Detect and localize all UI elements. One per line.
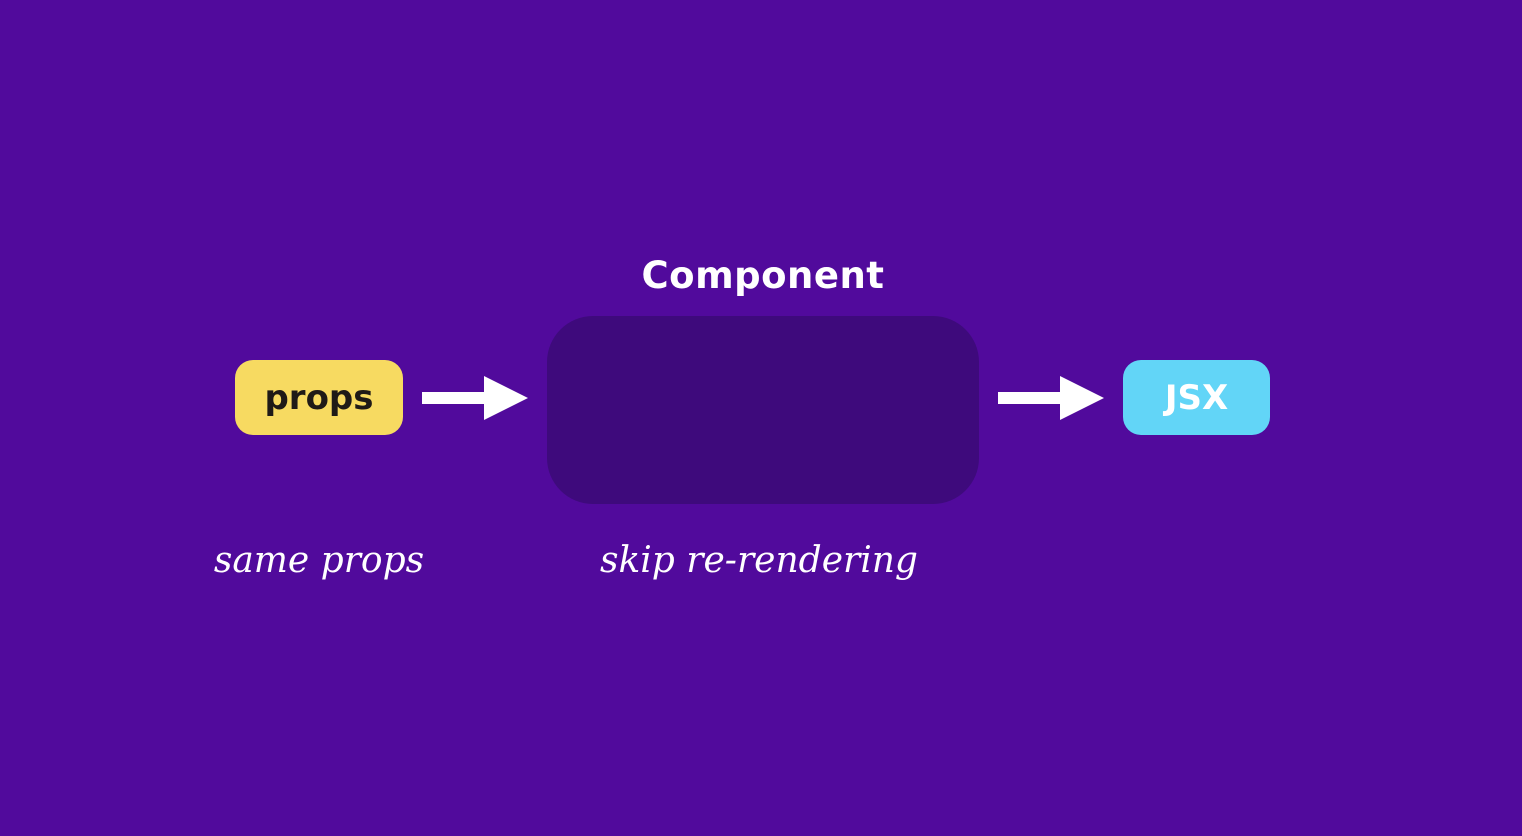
props-caption: same props bbox=[213, 540, 425, 581]
component-box bbox=[547, 316, 979, 504]
right-arrow-icon bbox=[998, 376, 1104, 420]
component-caption: skip re-rendering bbox=[600, 540, 918, 581]
jsx-pill: JSX bbox=[1123, 360, 1270, 435]
component-title: Component bbox=[641, 254, 885, 297]
props-label: props bbox=[264, 377, 374, 418]
props-pill: props bbox=[235, 360, 403, 435]
right-arrow-icon bbox=[422, 376, 528, 420]
jsx-label: JSX bbox=[1164, 377, 1229, 418]
